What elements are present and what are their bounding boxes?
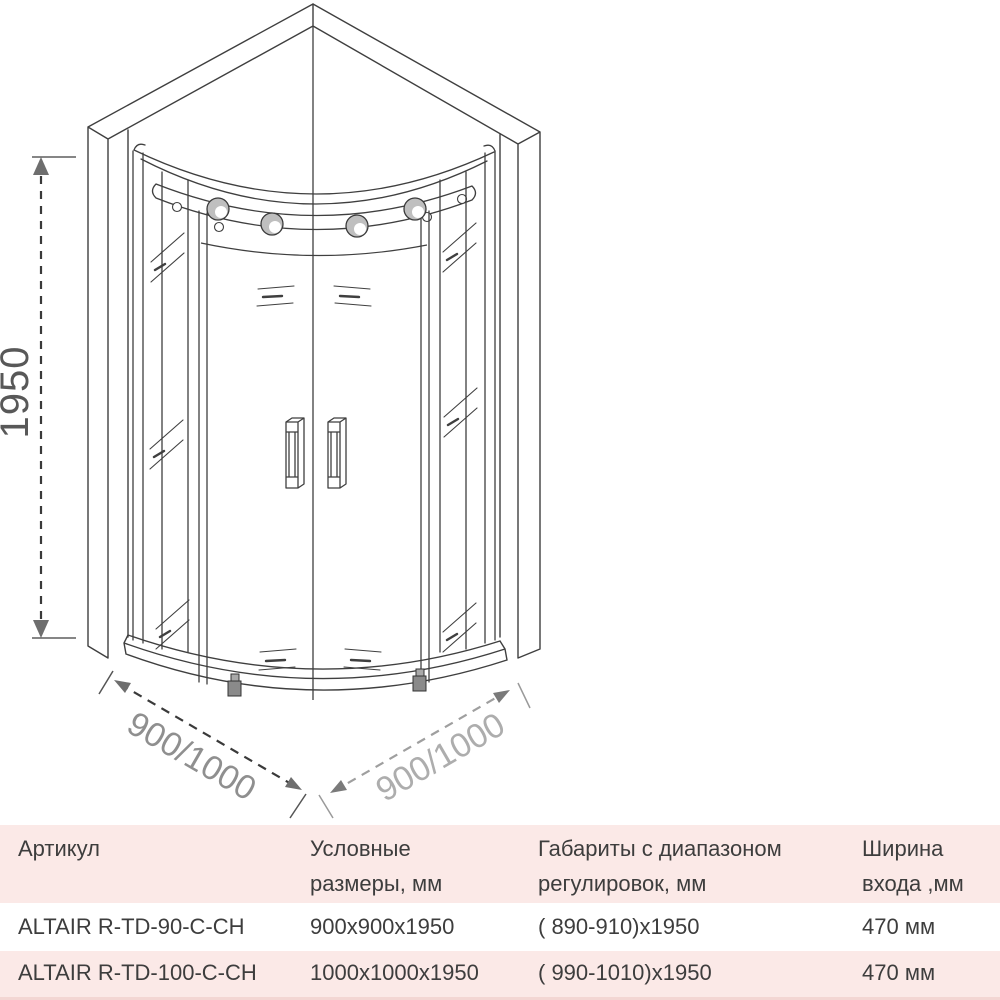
glass-reflection-marks — [149, 222, 478, 671]
roller-wheels — [206, 197, 427, 238]
width-dimension-label-left: 900/1000 — [121, 705, 263, 809]
table-bottom-edge — [0, 997, 1000, 1000]
row2-article-cell: ALTAIR R-TD-100-C-CH — [18, 960, 257, 985]
row1-range-cell: ( 890-910)x1950 — [538, 914, 700, 939]
row2-range-cell: ( 990-1010)x1950 — [538, 960, 712, 985]
height-dimension: 1950 — [0, 156, 76, 639]
arrow-down-icon — [33, 620, 49, 638]
top-rail — [151, 183, 477, 231]
row1-nominal-cell: 900x900x1950 — [310, 914, 455, 939]
door-bottom-guides — [227, 668, 427, 697]
table-row-1-bg — [0, 903, 1000, 951]
frame-verticals — [132, 150, 496, 685]
arrow-downright-icon — [285, 777, 302, 790]
table-row-2-bg — [0, 951, 1000, 997]
arrow-downleft-icon — [330, 780, 347, 793]
shower-enclosure-drawing: 1950 900/1000 900/1000 — [0, 3, 541, 819]
row1-entry-cell: 470 мм — [862, 914, 936, 939]
width-dimension-right: 900/1000 — [318, 682, 531, 819]
glass-reflection-ticks — [152, 252, 460, 663]
door-handles — [285, 417, 347, 489]
corner-walls — [87, 3, 541, 659]
height-dimension-label: 1950 — [0, 346, 37, 439]
table-header-row — [0, 825, 1000, 903]
header-article: Артикул — [18, 836, 101, 861]
header-adjust-range: Габариты с диапазоном регулировок, мм — [538, 836, 782, 896]
row1-article-cell: ALTAIR R-TD-90-C-CH — [18, 914, 245, 939]
door-top-edge — [200, 242, 428, 257]
arrow-up-icon — [33, 157, 49, 175]
base-tray — [123, 634, 508, 691]
spec-table: Артикул Условные размеры, мм Габариты с … — [0, 824, 1000, 1000]
header-nominal-size: Условные размеры, мм — [310, 836, 443, 896]
glass-top-edge — [133, 143, 496, 205]
row2-entry-cell: 470 мм — [862, 960, 936, 985]
arrow-upright-icon — [493, 690, 510, 703]
header-entry-width: Ширина входа ,мм — [862, 836, 964, 896]
width-dimension-left: 900/1000 — [98, 670, 307, 819]
arrow-upleft-icon — [114, 680, 131, 693]
row2-nominal-cell: 1000x1000x1950 — [310, 960, 479, 985]
